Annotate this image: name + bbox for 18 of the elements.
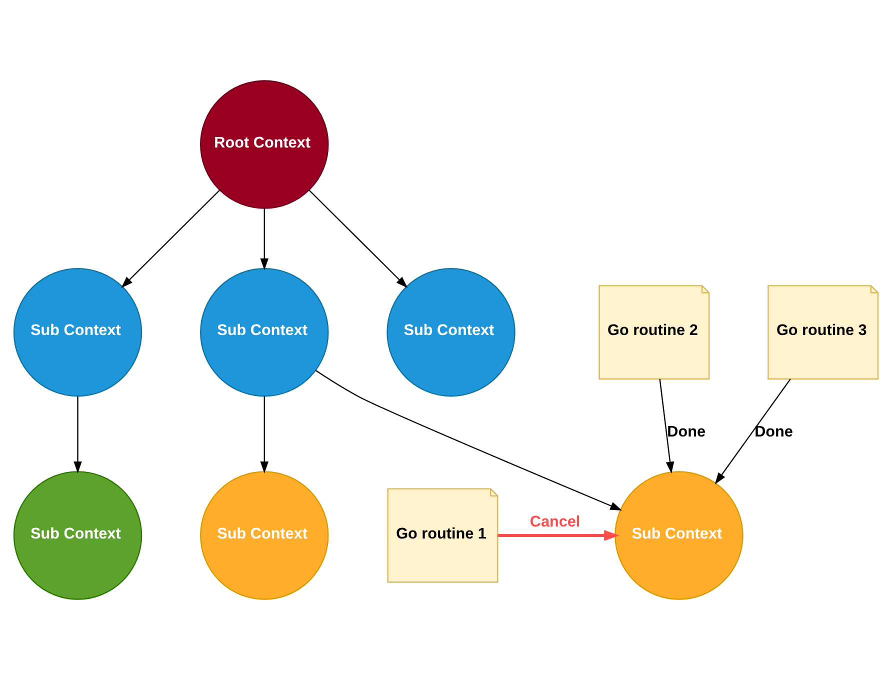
arrow <box>714 378 790 484</box>
node-circle: Sub Context <box>12 267 142 396</box>
node-circle: Sub Context <box>386 267 515 396</box>
arrow <box>260 396 268 473</box>
arrow <box>260 208 268 270</box>
node-circle: Sub Context <box>200 267 328 396</box>
node-circle: Sub Context <box>12 470 142 600</box>
arrow <box>658 378 674 474</box>
edge-label: Done <box>666 423 706 440</box>
arrow <box>120 189 220 288</box>
edge-label: Done <box>754 423 792 440</box>
arrow <box>497 530 619 540</box>
arrow <box>73 396 82 473</box>
node-circle: Root Context <box>200 80 328 208</box>
arrow <box>308 189 408 288</box>
arrow <box>314 369 622 510</box>
edge-label: Cancel <box>529 513 580 530</box>
node-circle: Sub Context <box>200 470 328 600</box>
